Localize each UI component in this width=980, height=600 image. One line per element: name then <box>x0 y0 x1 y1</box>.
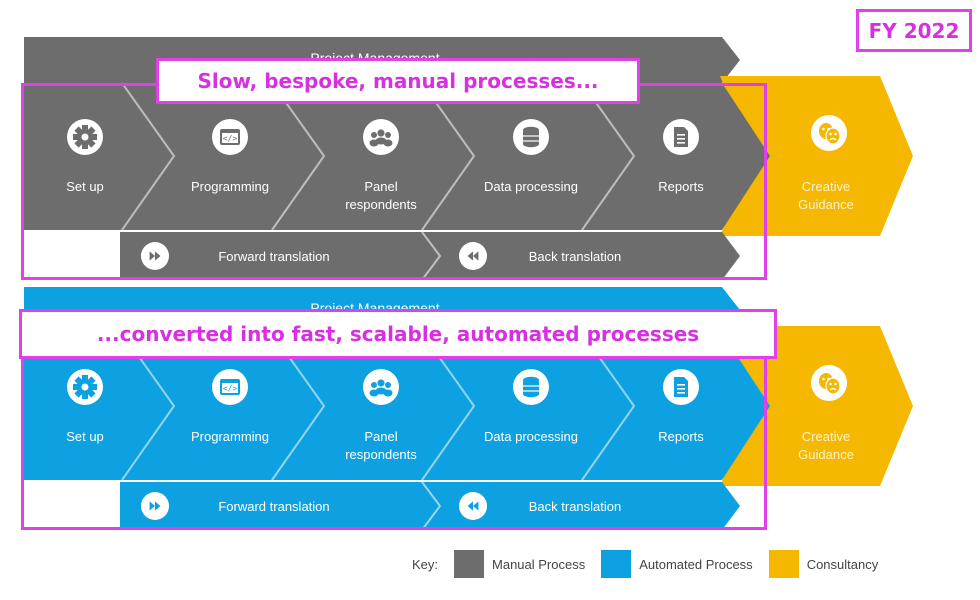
chevron-separator <box>121 82 176 231</box>
automated-highlight-frame <box>21 352 767 530</box>
creative-guidance-label: Creative <box>802 179 850 194</box>
gear-icon <box>67 119 103 155</box>
forward-translation-label: Forward translation <box>218 499 329 514</box>
step-label-0: Set up <box>66 429 104 444</box>
creative-guidance-label-2: Guidance <box>798 447 854 462</box>
step-label-2-line2: respondents <box>345 197 417 212</box>
chevron-separator <box>421 82 476 231</box>
translation-separator <box>421 231 442 281</box>
step-label-2: Panel <box>364 429 397 444</box>
database-icon <box>513 119 549 155</box>
code-window-icon: </> <box>212 119 248 155</box>
chevron-separator <box>271 82 326 231</box>
legend-label-manual: Manual Process <box>492 556 586 572</box>
manual-annotation: Slow, bespoke, manual processes... <box>156 58 640 104</box>
database-icon <box>513 369 549 405</box>
svg-text:</>: </> <box>223 134 238 143</box>
step-label-2-line2: respondents <box>345 447 417 462</box>
creative-guidance-label-2: Guidance <box>798 197 854 212</box>
fast-forward-icon <box>141 492 169 520</box>
legend-label-automated: Automated Process <box>639 556 753 572</box>
people-icon <box>363 119 399 155</box>
back-translation-band <box>422 482 740 530</box>
back-translation-label: Back translation <box>529 249 622 264</box>
consultancy-icon <box>811 365 847 401</box>
back-translation-band <box>422 232 740 280</box>
step-label-1: Programming <box>191 429 269 444</box>
legend-swatch-manual <box>454 550 485 578</box>
creative-guidance-chevron <box>720 326 913 486</box>
svg-text:</>: </> <box>223 384 238 393</box>
document-icon <box>663 119 699 155</box>
step-label-0: Set up <box>66 179 104 194</box>
manual-highlight-frame <box>21 83 767 280</box>
forward-translation-band <box>120 232 440 280</box>
forward-translation-label: Forward translation <box>218 249 329 264</box>
step-label-4: Reports <box>658 179 704 194</box>
translation-separator <box>421 481 442 531</box>
step-label-1: Programming <box>191 179 269 194</box>
step-label-4: Reports <box>658 429 704 444</box>
step-label-3: Data processing <box>484 429 578 444</box>
document-icon <box>663 369 699 405</box>
people-icon <box>363 369 399 405</box>
gear-icon <box>67 369 103 405</box>
legend: Key: Manual Process Automated Process Co… <box>412 549 884 579</box>
legend-title: Key: <box>412 556 439 572</box>
step-label-2: Panel <box>364 179 397 194</box>
legend-label-consultancy: Consultancy <box>806 556 879 572</box>
fast-forward-icon <box>141 242 169 270</box>
creative-guidance-chevron <box>720 76 913 236</box>
legend-swatch-automated <box>601 550 632 578</box>
step-label-3: Data processing <box>484 179 578 194</box>
forward-translation-band <box>120 482 440 530</box>
process-band <box>24 83 770 230</box>
code-window-icon: </> <box>212 369 248 405</box>
fiscal-year-label: FY 2022 <box>856 9 972 52</box>
automated-annotation: ...converted into fast, scalable, automa… <box>19 309 777 359</box>
process-band <box>24 333 770 480</box>
rewind-icon <box>459 492 487 520</box>
back-translation-label: Back translation <box>529 499 622 514</box>
consultancy-icon <box>811 115 847 151</box>
legend-swatch-consultancy <box>768 550 799 578</box>
rewind-icon <box>459 242 487 270</box>
creative-guidance-label: Creative <box>802 429 850 444</box>
chevron-separator <box>581 82 636 231</box>
